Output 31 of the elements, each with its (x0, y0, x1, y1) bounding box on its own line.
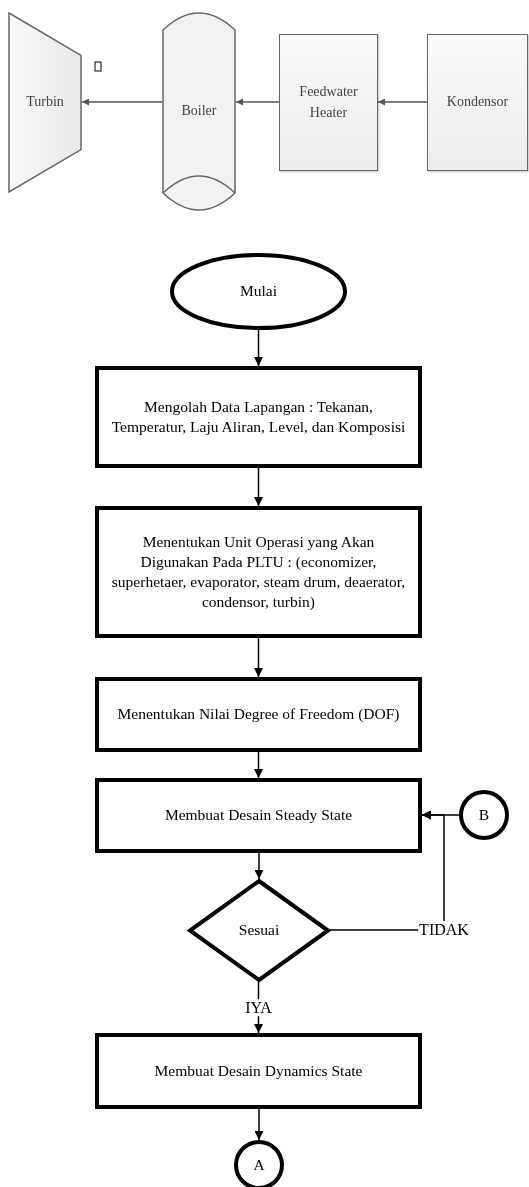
arrow (81, 98, 163, 106)
node-text: Turbin (26, 93, 64, 112)
node-text: Sesuai (238, 920, 280, 941)
arrow (254, 329, 263, 367)
arrow (235, 98, 280, 106)
arrow (254, 751, 263, 779)
node-text: Membuat Desain Steady State (164, 805, 353, 826)
arrow (254, 852, 264, 880)
node-text: Menentukan Unit Operasi yang Akan Digunakan Pada PLTU : (economizer, superhetaer, evaporator, steam drum, deaerator, condensor, turbin) (110, 531, 407, 613)
process-box (95, 506, 422, 638)
equipment-box (427, 34, 528, 171)
arrow (377, 98, 428, 106)
equipment-box (279, 34, 378, 171)
node-text: B (478, 804, 490, 825)
node-text: Mulai (240, 281, 277, 302)
node-text: Boiler (181, 102, 217, 121)
node-text: Mengolah Data Lapangan : Tekanan, Temperatur, Laju Aliran, Level, dan Komposisi (110, 396, 407, 437)
process-box (95, 778, 422, 853)
process-box (95, 1033, 422, 1109)
process-box (95, 677, 422, 752)
node-text: Feedwater Heater (298, 83, 359, 122)
node-text: A (253, 1154, 265, 1175)
arrow (254, 467, 263, 507)
edge-label: IYA (244, 998, 273, 1017)
node-text: Kondensor (446, 93, 509, 112)
node-text: Menentukan Nilai Degree of Freedom (DOF) (117, 704, 400, 725)
node-text: Membuat Desain Dynamics State (154, 1060, 363, 1081)
arrow (254, 637, 263, 678)
arrow (254, 1108, 264, 1141)
process-box (95, 366, 422, 468)
arrow (421, 810, 460, 820)
